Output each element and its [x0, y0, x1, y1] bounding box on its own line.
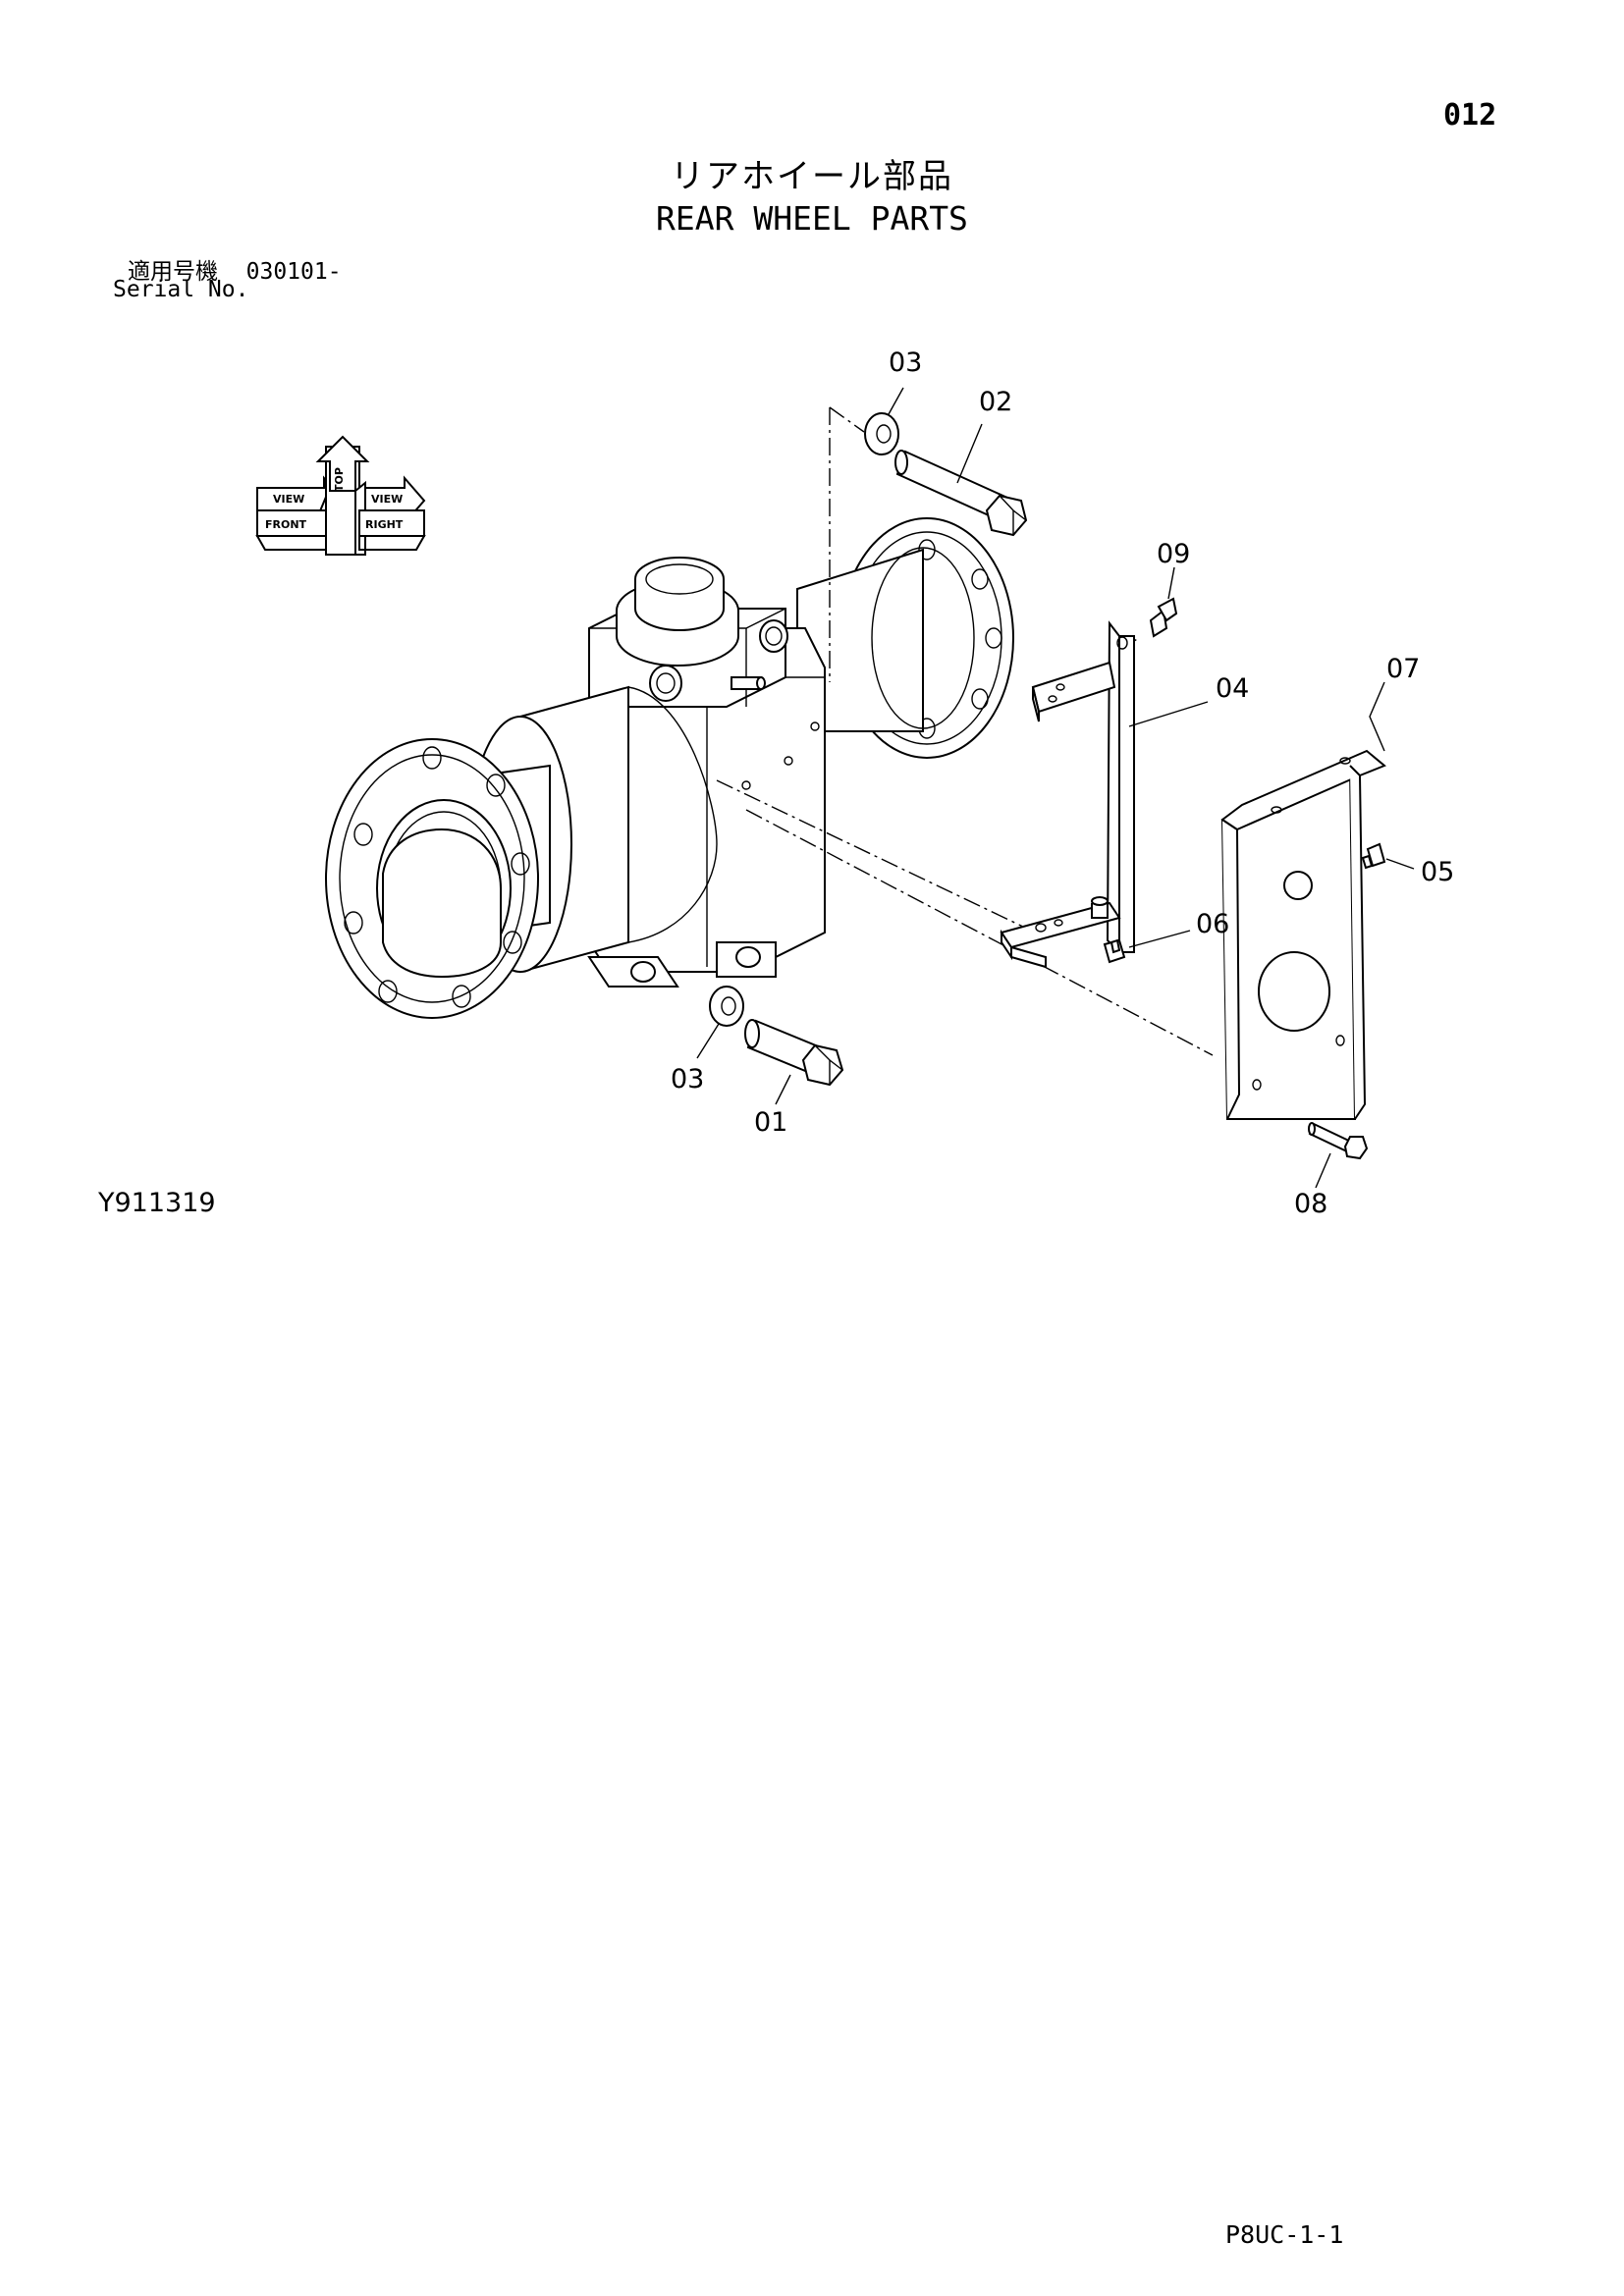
serial-label-english: Serial No.: [113, 277, 249, 302]
orientation-icon: FRONT RIGHT TOP VIEW VIEW: [255, 435, 426, 556]
serial-value: 030101-: [245, 259, 342, 285]
callout-07: 07: [1386, 654, 1420, 684]
part-08-bolt: [1308, 1122, 1369, 1189]
part-09-bolt: [1149, 566, 1178, 638]
page-title-japanese: リアホイール部品: [671, 157, 953, 196]
view-label-right: VIEW: [371, 493, 403, 506]
part-06-bolt: [1103, 930, 1191, 964]
document-code: P8UC-1-1: [1225, 2220, 1344, 2249]
part-07-cover-plate: [1220, 681, 1386, 1120]
view-label-left: VIEW: [273, 493, 304, 506]
serial-label-japanese: 適用号機: [128, 259, 218, 285]
page-number: 012: [1443, 98, 1497, 133]
callout-08: 08: [1294, 1189, 1327, 1219]
part-03-washer-lower: [696, 986, 744, 1059]
part-02-bolt-upper: [894, 423, 1028, 537]
axle-housing: [325, 517, 1014, 1019]
drawing-id: Y911319: [98, 1188, 216, 1218]
page-title-english: REAR WHEEL PARTS: [656, 199, 968, 238]
callout-04: 04: [1216, 673, 1249, 704]
top-label: TOP: [333, 467, 346, 492]
callout-03-upper: 03: [889, 347, 922, 378]
part-05-bolt: [1361, 842, 1415, 870]
serial-row: 適用号機 030101-: [128, 252, 342, 286]
callout-02: 02: [979, 387, 1012, 417]
callout-01: 01: [754, 1107, 787, 1138]
callout-03-lower: 03: [671, 1064, 704, 1095]
part-01-bolt-lower: [744, 1019, 844, 1105]
right-label: RIGHT: [365, 518, 404, 531]
part-03-washer-upper: [864, 387, 904, 455]
front-label: FRONT: [265, 518, 307, 531]
callout-09: 09: [1157, 539, 1190, 569]
callout-05: 05: [1421, 857, 1454, 887]
part-04-bracket: [1000, 620, 1209, 969]
callout-06: 06: [1196, 909, 1229, 939]
